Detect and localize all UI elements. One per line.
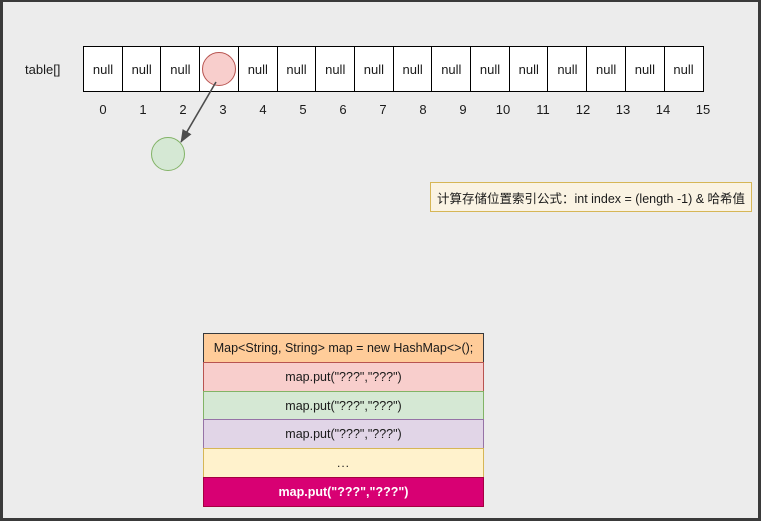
bucket-cell-7: null bbox=[353, 46, 394, 92]
bucket-cell-0: null bbox=[83, 46, 123, 92]
array-index-3: 3 bbox=[219, 102, 227, 117]
bucket-cell-value: null bbox=[325, 61, 346, 77]
bucket-cell-12: null bbox=[547, 46, 588, 92]
array-label: table[] bbox=[25, 62, 61, 77]
array-index-6: 6 bbox=[339, 102, 347, 117]
array-index-10: 10 bbox=[495, 102, 511, 117]
hash-bucket-array: null null null null null null null null null null… bbox=[83, 46, 704, 92]
bucket-cell-3 bbox=[199, 46, 240, 92]
code-row-2: map.put("???","???") bbox=[203, 390, 484, 421]
bucket-cell-value: null bbox=[518, 61, 539, 77]
index-formula-callout: 计算存储位置索引公式：int index = (length -1) & 哈希值 bbox=[430, 182, 752, 212]
bucket-cell-15: null bbox=[663, 46, 704, 92]
bucket-cell-6: null bbox=[315, 46, 356, 92]
array-index-0: 0 bbox=[99, 102, 107, 117]
code-row-text: map.put("???","???") bbox=[285, 369, 402, 384]
bucket-cell-14: null bbox=[624, 46, 665, 92]
bucket-cell-value: null bbox=[92, 61, 114, 77]
code-row-text: map.put("???","???") bbox=[285, 398, 402, 413]
code-row-1: map.put("???","???") bbox=[203, 361, 484, 392]
bucket-cell-13: null bbox=[586, 46, 627, 92]
bucket-cell-4: null bbox=[237, 46, 278, 92]
code-row-text: Map<String, String> map = new HashMap<>(… bbox=[213, 341, 474, 355]
bucket-cell-value: null bbox=[673, 61, 694, 77]
array-index-4: 4 bbox=[259, 102, 267, 117]
array-index-5: 5 bbox=[299, 102, 307, 117]
chained-node-circle bbox=[151, 137, 185, 171]
bucket-cell-2: null bbox=[160, 46, 201, 92]
array-index-15: 15 bbox=[695, 102, 711, 117]
array-index-12: 12 bbox=[575, 102, 591, 117]
bucket-cell-value: null bbox=[596, 61, 617, 77]
code-row-4: ... bbox=[203, 448, 484, 479]
code-row-5: map.put("???","???") bbox=[203, 477, 484, 508]
array-index-11: 11 bbox=[536, 102, 550, 117]
bucket-node-circle bbox=[202, 52, 237, 86]
code-row-text: map.put("???","???") bbox=[278, 485, 409, 500]
array-index-7: 7 bbox=[379, 102, 387, 117]
bucket-cell-value: null bbox=[247, 61, 268, 77]
bucket-cell-value: null bbox=[286, 61, 307, 77]
code-statement-stack: Map<String, String> map = new HashMap<>(… bbox=[203, 333, 484, 508]
bucket-cell-value: null bbox=[634, 61, 655, 77]
bucket-cell-value: null bbox=[363, 61, 385, 77]
array-index-13: 13 bbox=[615, 102, 631, 117]
bucket-cell-value: null bbox=[557, 61, 578, 77]
code-row-text: ... bbox=[336, 456, 350, 471]
array-index-2: 2 bbox=[179, 102, 187, 117]
array-index-9: 9 bbox=[459, 102, 467, 117]
code-row-3: map.put("???","???") bbox=[203, 419, 484, 450]
code-row-0: Map<String, String> map = new HashMap<>(… bbox=[203, 333, 484, 363]
bucket-cell-9: null bbox=[431, 46, 472, 92]
bucket-cell-5: null bbox=[276, 46, 317, 92]
array-index-8: 8 bbox=[419, 102, 427, 117]
array-index-14: 14 bbox=[655, 102, 671, 117]
index-formula-text: 计算存储位置索引公式：int index = (length -1) & 哈希值 bbox=[436, 191, 746, 206]
bucket-cell-11: null bbox=[508, 46, 549, 92]
bucket-cell-value: null bbox=[441, 61, 462, 77]
bucket-cell-value: null bbox=[402, 61, 423, 77]
bucket-cell-1: null bbox=[121, 46, 162, 92]
bucket-cell-value: null bbox=[479, 61, 501, 77]
code-row-text: map.put("???","???") bbox=[285, 427, 402, 442]
bucket-cell-8: null bbox=[392, 46, 433, 92]
bucket-cell-value: null bbox=[170, 61, 191, 77]
bucket-cell-10: null bbox=[470, 46, 511, 92]
bucket-cell-value: null bbox=[131, 61, 152, 77]
array-index-1: 1 bbox=[139, 102, 147, 117]
